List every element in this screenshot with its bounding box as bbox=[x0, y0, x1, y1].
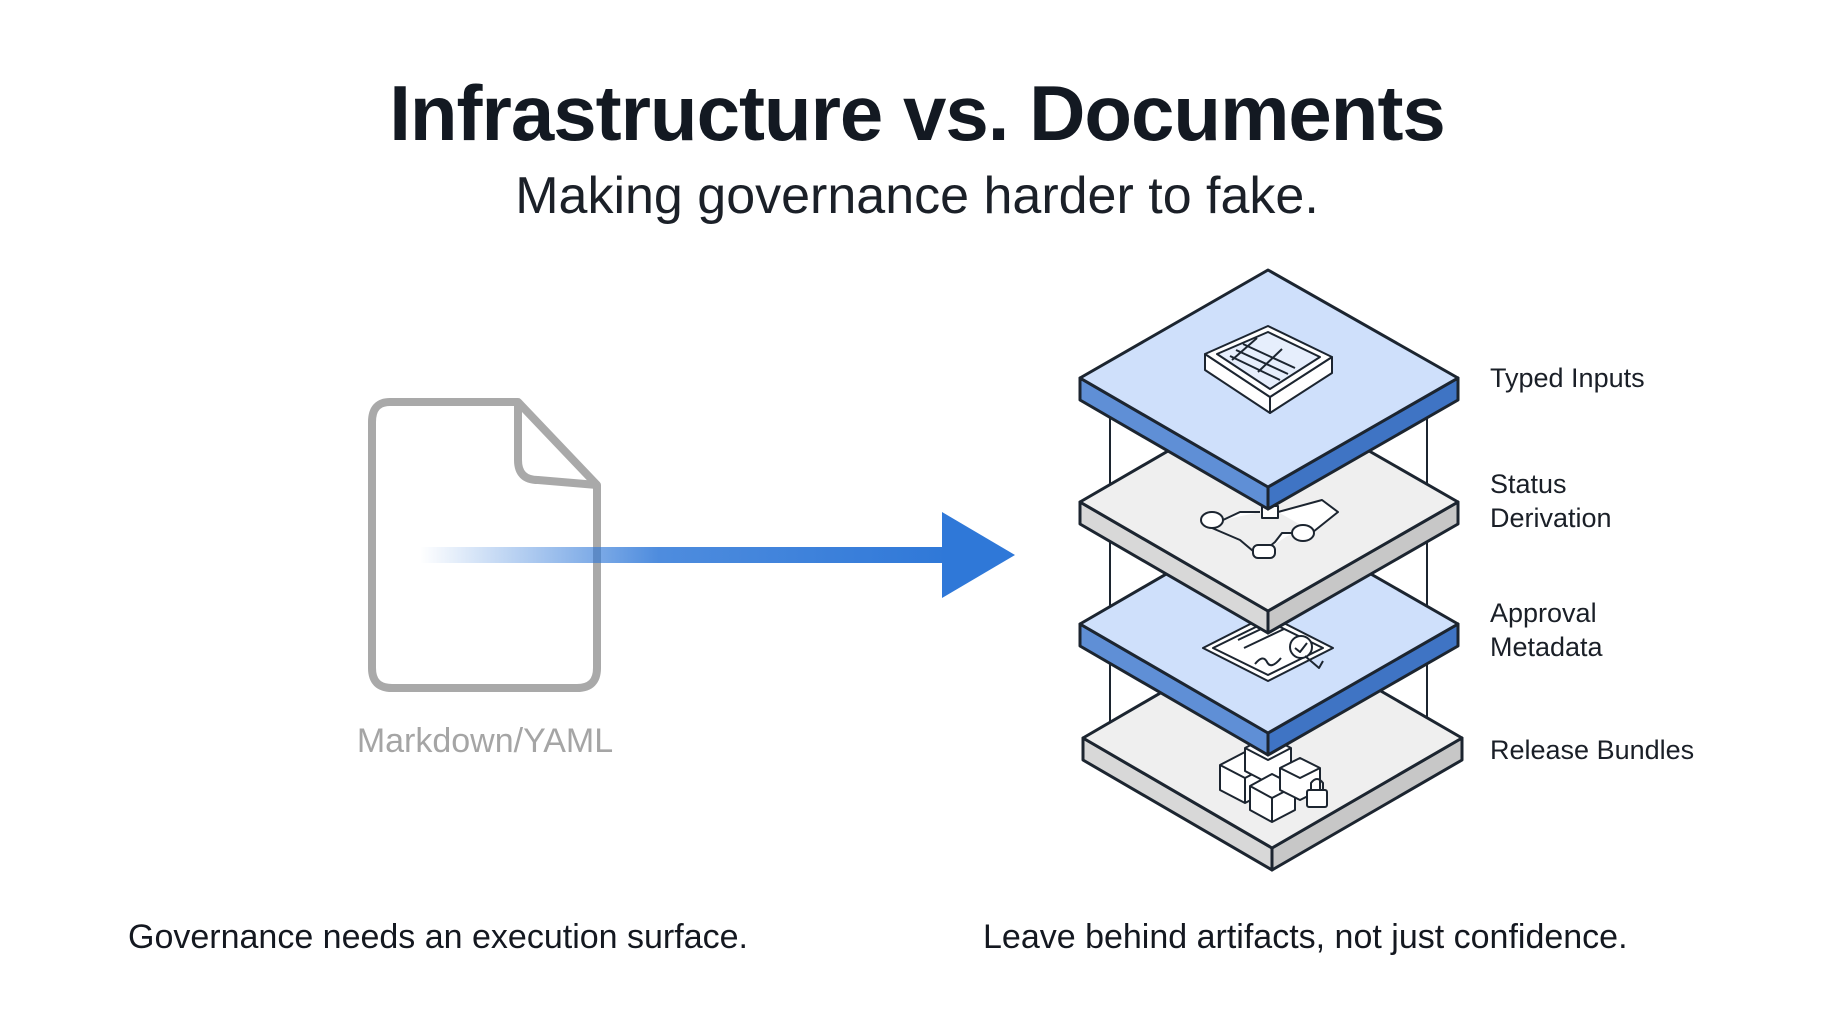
page-subtitle: Making governance harder to fake. bbox=[515, 167, 1319, 225]
form-icon bbox=[1204, 325, 1333, 414]
layer-label-release-bundles: Release Bundles bbox=[1490, 733, 1694, 767]
stack-posts bbox=[1109, 400, 1428, 745]
layer-label-line2: Metadata bbox=[1490, 632, 1603, 662]
transition-arrow bbox=[420, 512, 1015, 598]
page-title: Infrastructure vs. Documents bbox=[389, 69, 1446, 157]
layer-label-approval-metadata: Approval Metadata bbox=[1490, 596, 1603, 664]
caption-left: Governance needs an execution surface. bbox=[128, 918, 748, 956]
caption-right: Leave behind artifacts, not just confide… bbox=[983, 918, 1628, 956]
layer-label-typed-inputs: Typed Inputs bbox=[1490, 361, 1645, 395]
layer-label-status-derivation: Status Derivation bbox=[1490, 467, 1612, 535]
layer-label-line1: Typed Inputs bbox=[1490, 363, 1645, 393]
certificate-icon bbox=[1202, 614, 1334, 682]
document-icon bbox=[368, 398, 601, 692]
layer-label-line1: Release Bundles bbox=[1490, 735, 1695, 765]
layer-label-line2: Derivation bbox=[1490, 503, 1612, 533]
document-label: Markdown/YAML bbox=[356, 722, 614, 760]
workflow-icon bbox=[1200, 499, 1339, 559]
layer-label-line1: Status bbox=[1490, 469, 1567, 499]
layer-label-line1: Approval bbox=[1490, 598, 1597, 628]
